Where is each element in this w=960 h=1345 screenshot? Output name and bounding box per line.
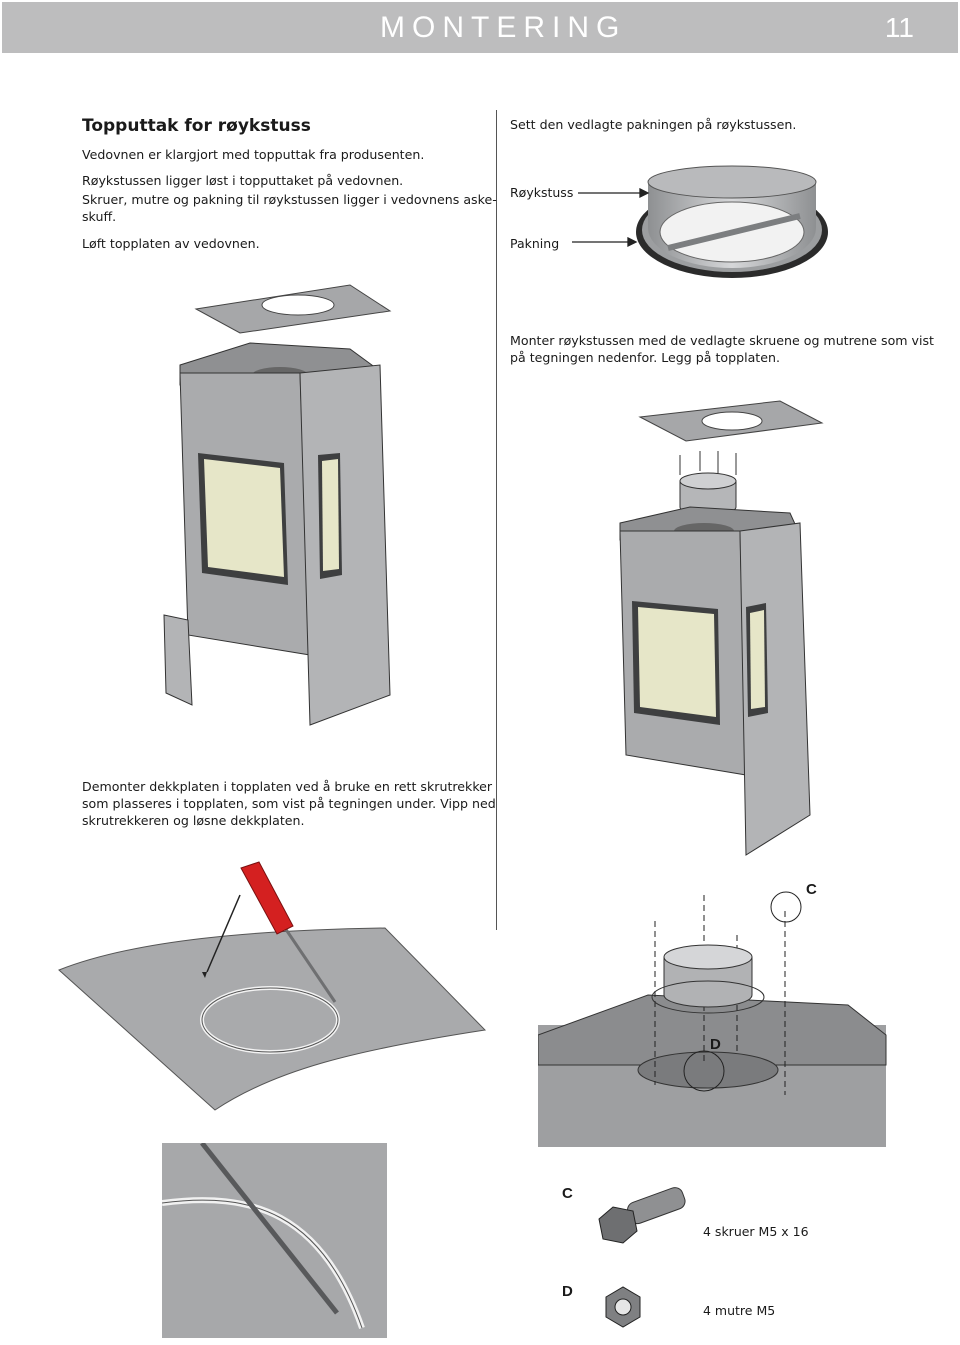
screw-m5-icon (598, 1187, 686, 1244)
part-d-description: 4 mutre M5 (703, 1303, 776, 1318)
part-c-description: 4 skruer M5 x 16 (703, 1224, 809, 1239)
nut-m5-icon (605, 1286, 641, 1328)
column-divider (496, 110, 497, 930)
paragraph-gasket: Sett den vedlagte pakningen på røykstuss… (510, 117, 797, 132)
stove-assembled-illustration (619, 400, 824, 856)
paragraph-loose: Røykstussen ligger løst i topputtaket på… (82, 173, 404, 188)
paragraph-remove-line3: skrutrekkeren og løsne dekkplaten. (82, 813, 305, 828)
label-pakning: Pakning (510, 236, 560, 251)
part-d-letter: D (562, 1283, 573, 1300)
flue-collar-illustration (572, 165, 828, 278)
paragraph-remove-line2: som plasseres i topplaten, som vist på t… (82, 796, 496, 811)
paragraph-parts-line1: Skruer, mutre og pakning til røykstussen… (82, 192, 497, 207)
section-title: MONTERING (380, 11, 627, 44)
paragraph-mount-line1: Monter røykstussen med de vedlagte skrue… (510, 333, 934, 348)
label-roykstuss: Røykstuss (510, 185, 574, 200)
paragraph-parts-line2: skuff. (82, 209, 117, 224)
part-c-letter: C (562, 1185, 573, 1202)
assembly-exploded-illustration (538, 891, 887, 1147)
paragraph-lift: Løft topplaten av vedovnen. (82, 236, 260, 251)
section-heading: Topputtak for røykstuss (82, 116, 311, 136)
page-number: 11 (884, 12, 914, 43)
paragraph-mount-line2: på tegningen nedenfor. Legg på topplaten… (510, 350, 780, 365)
paragraph-intro: Vedovnen er klargjort med topputtak fra … (82, 147, 425, 162)
top-plate-screwdriver-illustration (58, 861, 487, 1111)
callout-d-label: D (710, 1036, 721, 1053)
stove-top-lifted-illustration (163, 284, 392, 726)
page-header: MONTERING 11 (2, 2, 958, 53)
callout-c-label: C (806, 881, 817, 898)
paragraph-remove-line1: Demonter dekkplaten i topplaten ved å br… (82, 779, 493, 794)
detail-zoom-illustration (162, 1143, 387, 1338)
